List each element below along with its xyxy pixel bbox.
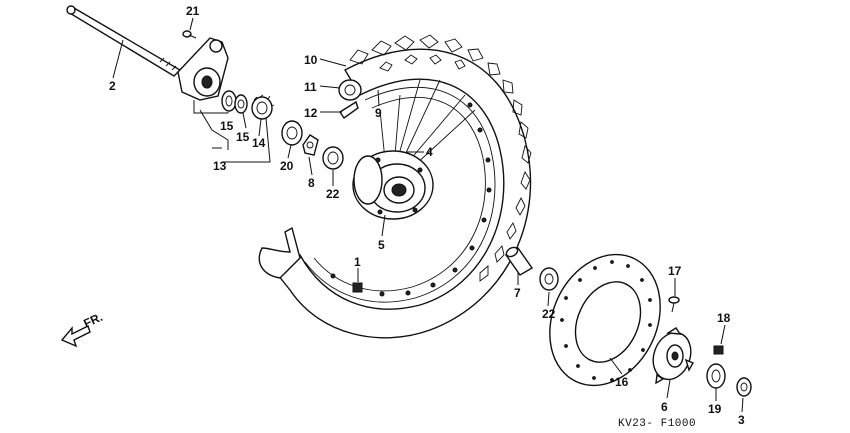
direction-label: FR.	[81, 310, 104, 331]
part-label-15a: 15	[220, 119, 234, 133]
part-label-9: 9	[375, 106, 382, 120]
bearing-22b	[539, 267, 559, 291]
part-label-22b: 22	[542, 307, 556, 321]
front-direction-arrow	[60, 325, 91, 348]
tube-valve	[338, 79, 362, 119]
axle	[66, 5, 182, 77]
part-label-16: 16	[615, 375, 629, 389]
part-label-15b: 15	[236, 130, 250, 144]
part-label-12: 12	[304, 106, 318, 120]
part-label-10: 10	[304, 53, 318, 67]
part-label-3: 3	[738, 413, 745, 427]
speedometer-gear-14	[251, 94, 275, 120]
part-label-17: 17	[668, 264, 682, 278]
flange-6	[652, 327, 694, 385]
part-label-5: 5	[378, 238, 385, 252]
tire	[268, 48, 532, 339]
part-label-22a: 22	[326, 187, 340, 201]
tire-tread	[349, 34, 532, 282]
part-label-13: 13	[213, 159, 227, 173]
speedometer-gearbox	[177, 37, 229, 101]
part-label-8: 8	[308, 176, 315, 190]
part-labels: 21 2 15 15 14 13 20 8 22 10 11 12 9 4 5 …	[109, 4, 745, 427]
oil-seal-19	[706, 363, 726, 389]
retainer-8	[302, 134, 319, 156]
distance-collar-7	[504, 246, 534, 276]
part-label-1: 1	[354, 255, 361, 269]
part-label-20: 20	[280, 159, 294, 173]
hub	[352, 150, 434, 220]
part-label-14: 14	[252, 136, 266, 150]
part-label-19: 19	[708, 402, 722, 416]
rim	[304, 86, 496, 303]
disc-bolt-17	[668, 296, 680, 313]
bearing-22a	[322, 146, 344, 170]
wheel-assembly	[258, 34, 532, 339]
part-label-18: 18	[717, 311, 731, 325]
part-label-7: 7	[514, 286, 521, 300]
nut-18	[713, 345, 724, 355]
bolt-21	[182, 30, 197, 39]
part-label-21: 21	[186, 4, 200, 18]
leader-lines	[112, 17, 744, 413]
part-label-11: 11	[304, 80, 317, 94]
valve-nut-1	[352, 282, 363, 293]
brake-disc-16	[549, 253, 661, 387]
part-label-6: 6	[661, 400, 668, 414]
washer-15a	[221, 90, 237, 112]
rim-cutaway	[258, 226, 301, 279]
part-label-4: 4	[426, 145, 433, 159]
part-label-2: 2	[109, 79, 116, 93]
diagram-code: KV23- F1000	[618, 418, 696, 430]
oil-seal-20	[281, 120, 303, 146]
side-collar-3	[736, 377, 752, 397]
washer-15b	[234, 94, 248, 114]
